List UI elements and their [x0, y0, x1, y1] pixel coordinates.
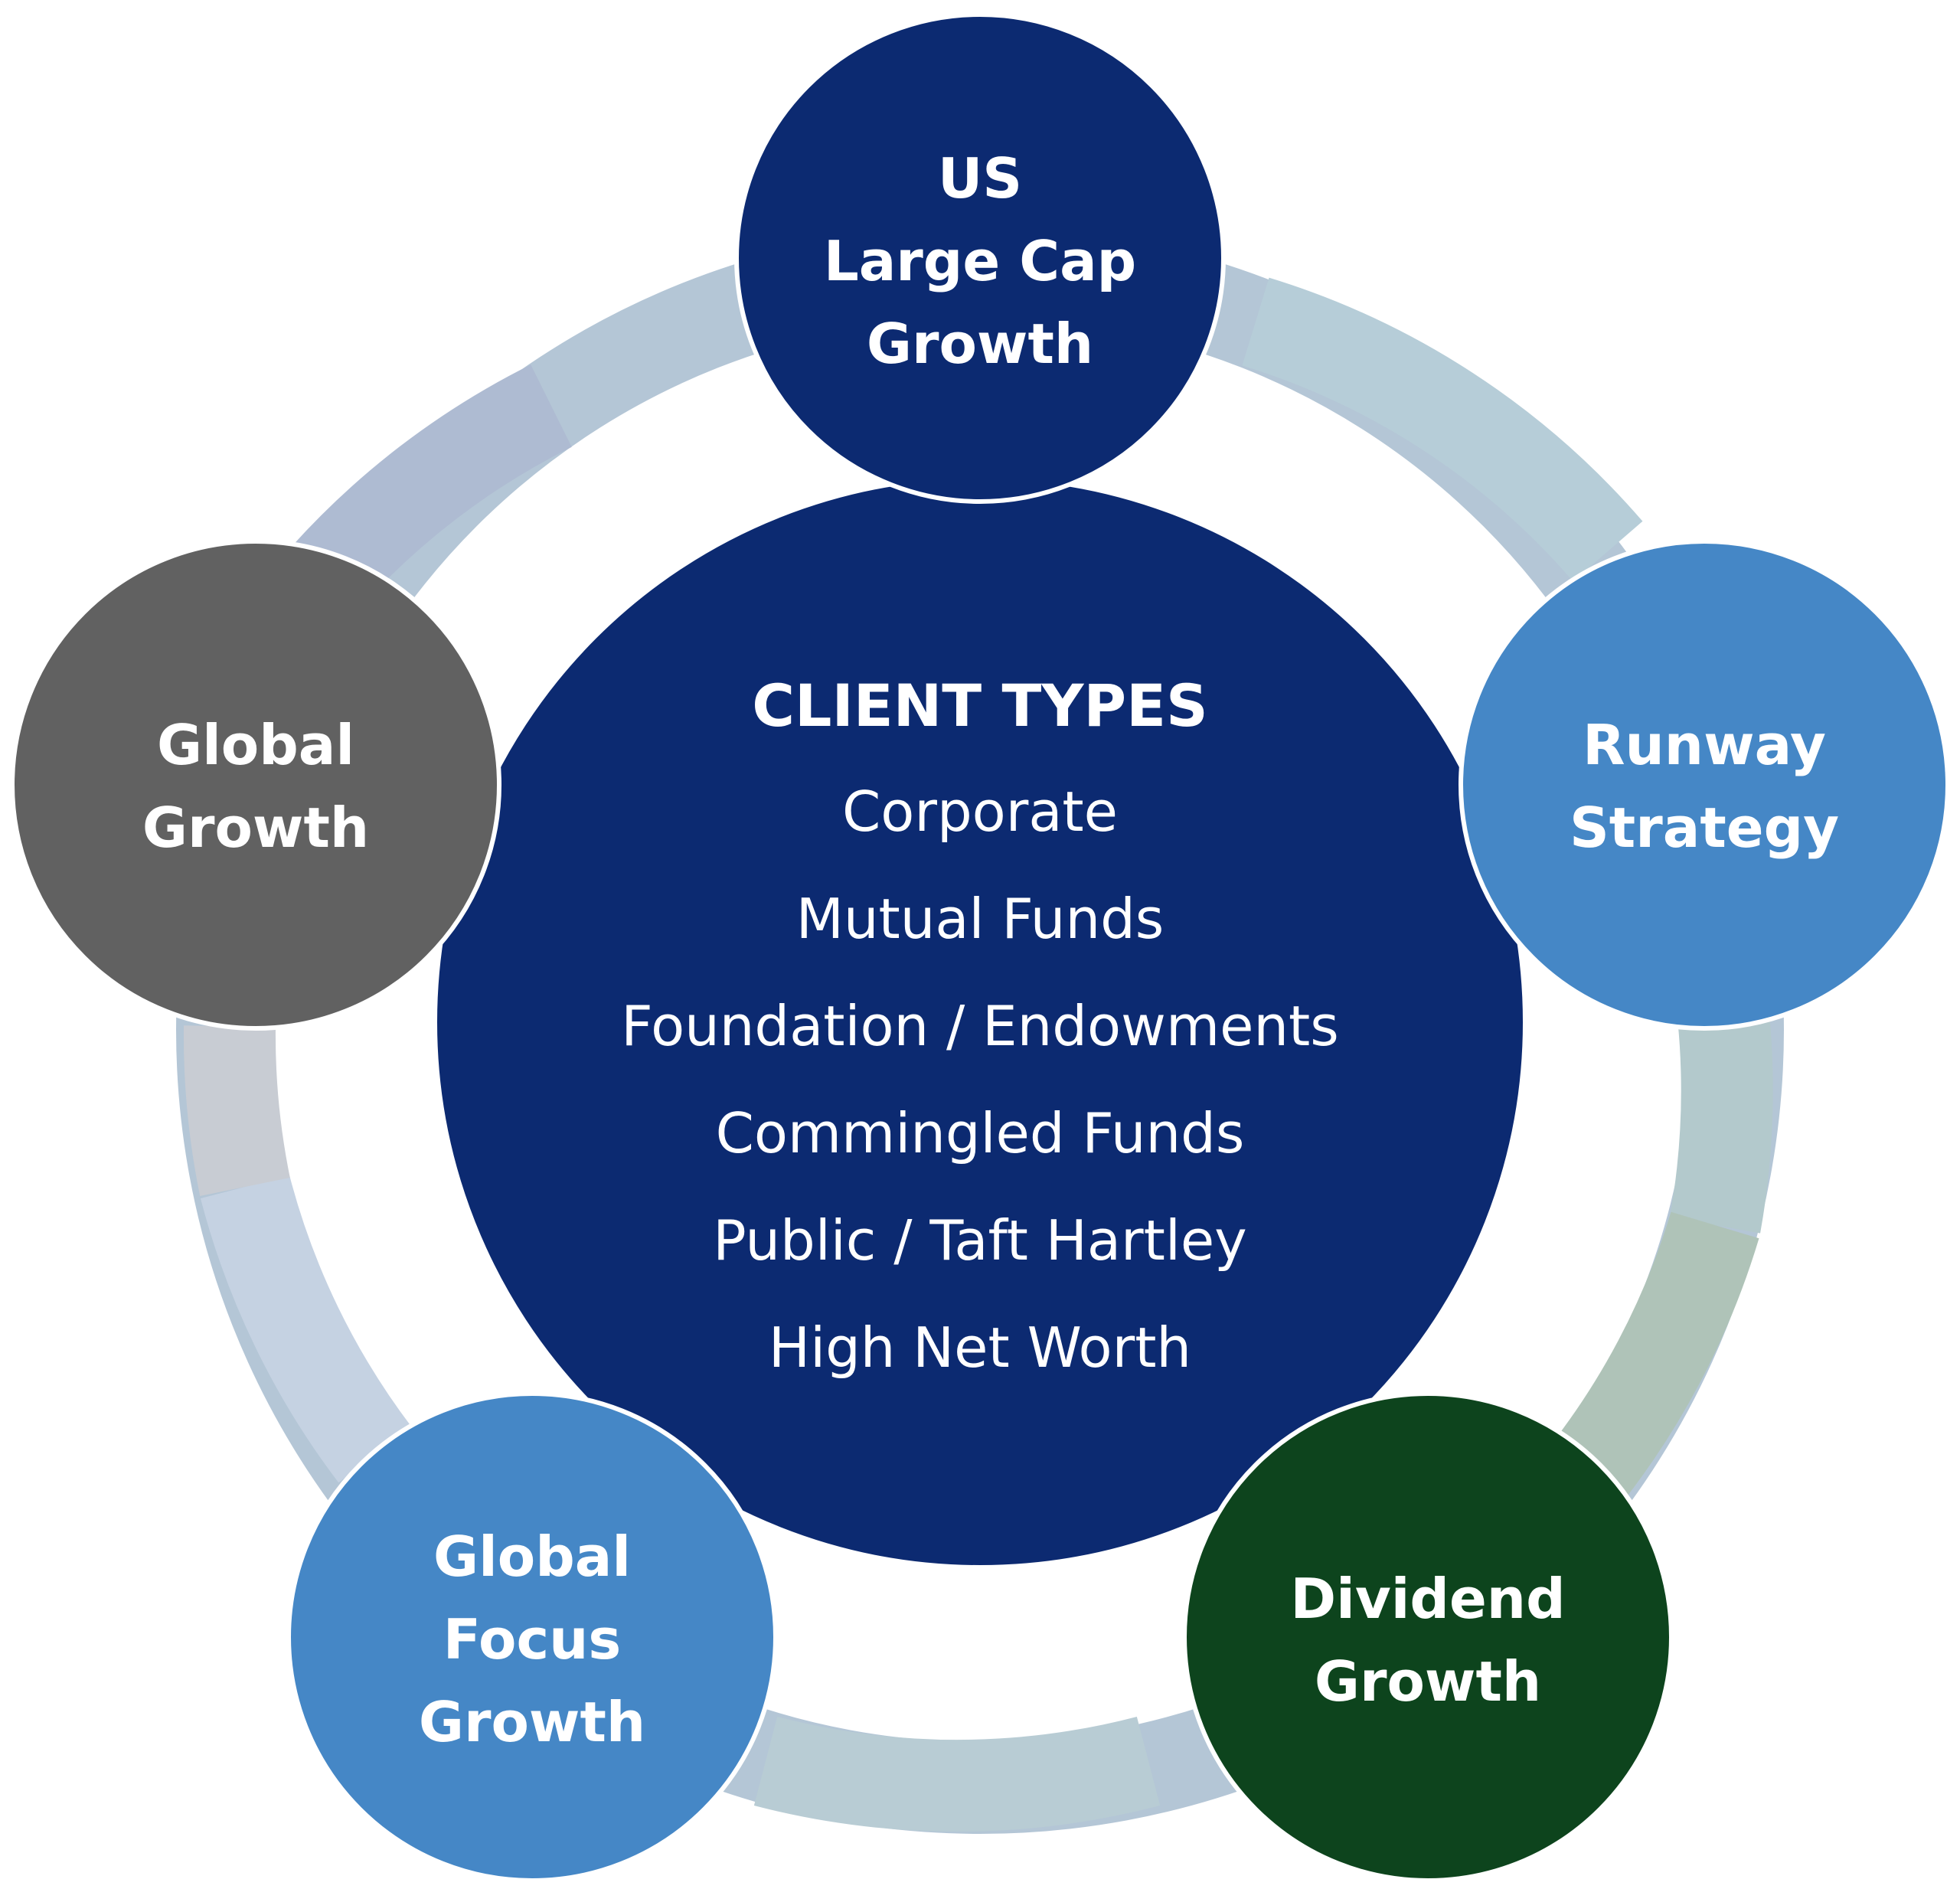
- node-global-growth: Global Growth: [10, 539, 501, 1031]
- node-global-focus-growth-line-3: Growth: [419, 1690, 645, 1754]
- node-dividend-growth-line-1: Dividend: [1290, 1567, 1565, 1631]
- client-type-mutual-funds: Mutual Funds: [796, 887, 1165, 951]
- node-runway-strategy-line-1: Runway: [1583, 713, 1826, 777]
- node-global-growth-line-1: Global: [157, 713, 354, 777]
- client-type-commingled-funds: Commingled Funds: [716, 1101, 1245, 1165]
- ring-segment-right-lower: [1541, 1211, 1759, 1515]
- ring-segment-top-left: [287, 364, 573, 613]
- node-global-focus-growth: Global Focus Growth: [286, 1391, 778, 1883]
- node-global-focus-growth-line-1: Global: [433, 1525, 631, 1589]
- node-us-large-cap-growth-line-3: Growth: [867, 312, 1093, 376]
- center-title: CLIENT TYPES: [752, 672, 1208, 740]
- center-circle: CLIENT TYPES Corporate Mutual Funds Foun…: [433, 475, 1527, 1570]
- node-runway-strategy-circle: [1459, 539, 1950, 1031]
- client-type-corporate: Corporate: [842, 779, 1118, 844]
- node-dividend-growth: Dividend Growth: [1182, 1391, 1674, 1883]
- node-global-focus-growth-line-2: Focus: [443, 1607, 622, 1672]
- ring-segment-bottom: [753, 1716, 1161, 1832]
- node-runway-strategy: Runway Strategy: [1459, 539, 1950, 1031]
- node-runway-strategy-line-2: Strategy: [1570, 796, 1839, 860]
- node-us-large-cap-growth-line-1: US: [938, 146, 1022, 211]
- node-us-large-cap-growth-circle: [734, 12, 1226, 504]
- node-us-large-cap-growth-line-2: Large Cap: [824, 229, 1136, 293]
- node-dividend-growth-circle: [1182, 1391, 1674, 1883]
- ring-segment-left-upper: [183, 1025, 290, 1197]
- client-type-high-net-worth: High Net Worth: [769, 1315, 1191, 1380]
- ring-segment-top-right: [1242, 277, 1643, 582]
- client-type-public-taft-hartley: Public / Taft Hartley: [713, 1208, 1247, 1273]
- ring-segment-left-lower: [200, 1175, 413, 1483]
- client-type-foundation-endowments: Foundation / Endowments: [621, 994, 1339, 1058]
- node-global-focus-growth-circle: [286, 1391, 778, 1883]
- node-us-large-cap-growth: US Large Cap Growth: [734, 12, 1226, 504]
- node-dividend-growth-line-2: Growth: [1315, 1649, 1541, 1714]
- node-global-growth-line-2: Growth: [142, 796, 369, 860]
- node-global-growth-circle: [10, 539, 501, 1031]
